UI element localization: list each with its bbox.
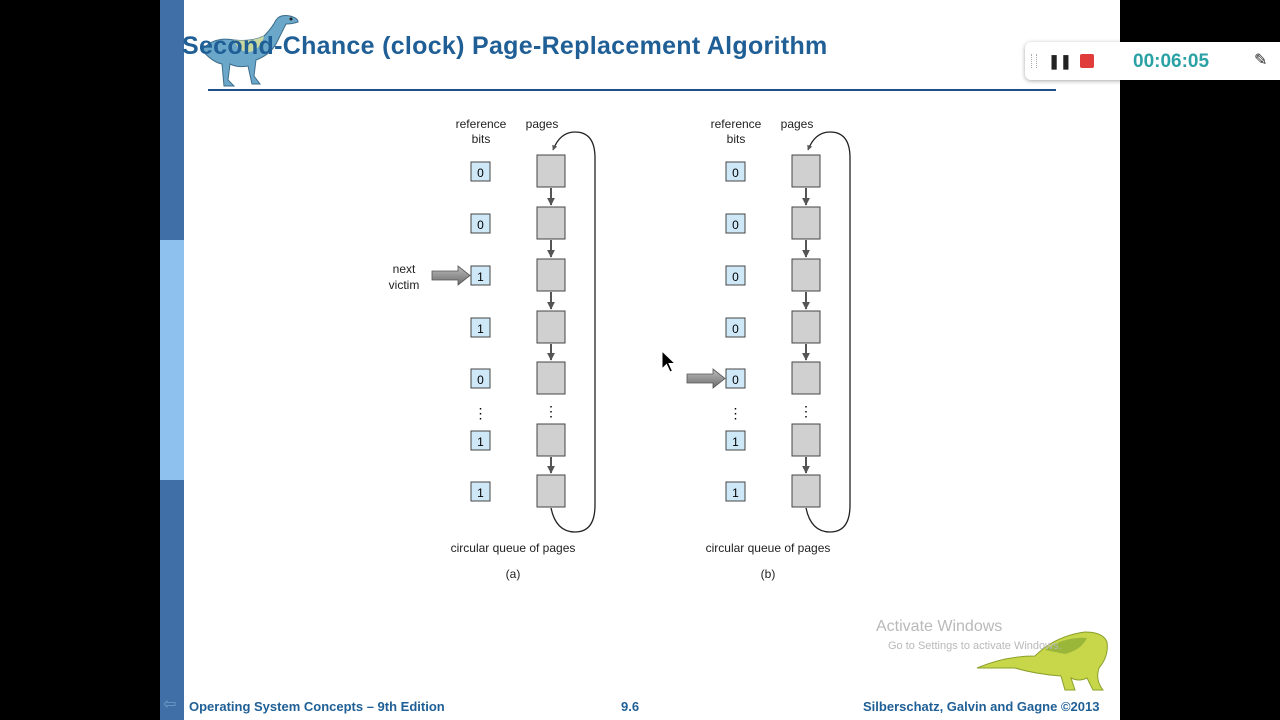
reference-bits-header-b: reference (711, 117, 762, 131)
slide: ⇦ (160, 0, 1120, 720)
back-arrow-icon[interactable]: ⇦ (163, 696, 177, 713)
svg-text:1: 1 (732, 435, 739, 449)
bit-b-4: 0 (725, 368, 746, 389)
circular-return-a (550, 131, 596, 533)
svg-text:0: 0 (477, 166, 484, 180)
bit-b-5: 1 (725, 430, 746, 451)
pointer-arrow-icon (686, 368, 726, 389)
dinosaur-logo-icon (201, 15, 299, 87)
next-victim-arrow-icon (431, 265, 471, 286)
pen-icon[interactable]: ✎ (1254, 52, 1268, 69)
bit-a-6: 1 (470, 481, 491, 502)
svg-text:1: 1 (477, 435, 484, 449)
panel-b: reference bits pages 0 0 0 0 0 ⋮ 1 1 ⋮ (686, 117, 851, 581)
bit-b-3: 0 (725, 317, 746, 338)
ellipsis-b-pages: ⋮ (799, 403, 813, 419)
bit-a-2: 1 (470, 265, 491, 286)
svg-text:0: 0 (732, 322, 739, 336)
bit-a-0: 0 (470, 161, 491, 182)
slide-sidebar (160, 0, 184, 720)
svg-text:0: 0 (732, 166, 739, 180)
title-divider (208, 89, 1056, 91)
svg-text:1: 1 (477, 322, 484, 336)
pages-header: pages (526, 117, 559, 131)
reference-bits-header-2: bits (472, 132, 491, 146)
footer-authors: Silberschatz, Galvin and Gagne ©2013 (863, 699, 1100, 714)
recording-timer: 00:06:05 (1133, 51, 1210, 72)
next-victim-label: next (393, 262, 416, 276)
svg-text:1: 1 (477, 270, 484, 284)
svg-text:0: 0 (732, 270, 739, 284)
bit-b-2: 0 (725, 265, 746, 286)
pause-button[interactable]: ❚❚ (1048, 53, 1072, 69)
bit-b-0: 0 (725, 161, 746, 182)
ellipsis-a-pages: ⋮ (544, 403, 558, 419)
stop-button[interactable] (1080, 54, 1094, 68)
bit-a-5: 1 (470, 430, 491, 451)
bit-a-1: 0 (470, 213, 491, 234)
panel-a: reference bits pages 0 0 1 1 0 ⋮ 1 1 ⋮ n (389, 117, 596, 581)
activate-windows-watermark: Activate Windows (876, 618, 1003, 635)
dinosaur-footer-icon (976, 631, 1108, 691)
ellipsis-b-bits: ⋮ (729, 405, 743, 421)
activate-windows-subtext: Go to Settings to activate Windows. (888, 640, 1062, 652)
bit-a-3: 1 (470, 317, 491, 338)
panel-b-label: (b) (761, 567, 776, 581)
footer-slide-number: 9.6 (621, 699, 640, 714)
svg-text:0: 0 (732, 373, 739, 387)
drag-handle-icon[interactable] (1031, 54, 1037, 68)
panel-a-label: (a) (506, 567, 521, 581)
queue-caption-b: circular queue of pages (706, 541, 831, 555)
bit-b-1: 0 (725, 213, 746, 234)
slide-title: Second-Chance (clock) Page-Replacement A… (182, 32, 828, 60)
ellipsis-a-bits: ⋮ (474, 405, 488, 421)
pages-a (536, 154, 566, 508)
pages-header-b: pages (781, 117, 814, 131)
svg-text:1: 1 (732, 486, 739, 500)
reference-bits-header: reference (456, 117, 507, 131)
screen-recorder-toolbar: ❚❚ 00:06:05 ✎ (1025, 42, 1280, 80)
reference-bits-header-b-2: bits (727, 132, 746, 146)
footer-book-title: Operating System Concepts – 9th Edition (189, 699, 445, 714)
next-victim-label-2: victim (389, 278, 420, 292)
pages-b (791, 154, 821, 508)
bit-a-4: 0 (470, 368, 491, 389)
bit-b-6: 1 (725, 481, 746, 502)
queue-caption-a: circular queue of pages (451, 541, 576, 555)
svg-text:1: 1 (477, 486, 484, 500)
circular-return-b (805, 131, 851, 533)
svg-text:0: 0 (477, 218, 484, 232)
mouse-cursor-icon (661, 350, 677, 373)
svg-text:0: 0 (477, 373, 484, 387)
svg-text:0: 0 (732, 218, 739, 232)
